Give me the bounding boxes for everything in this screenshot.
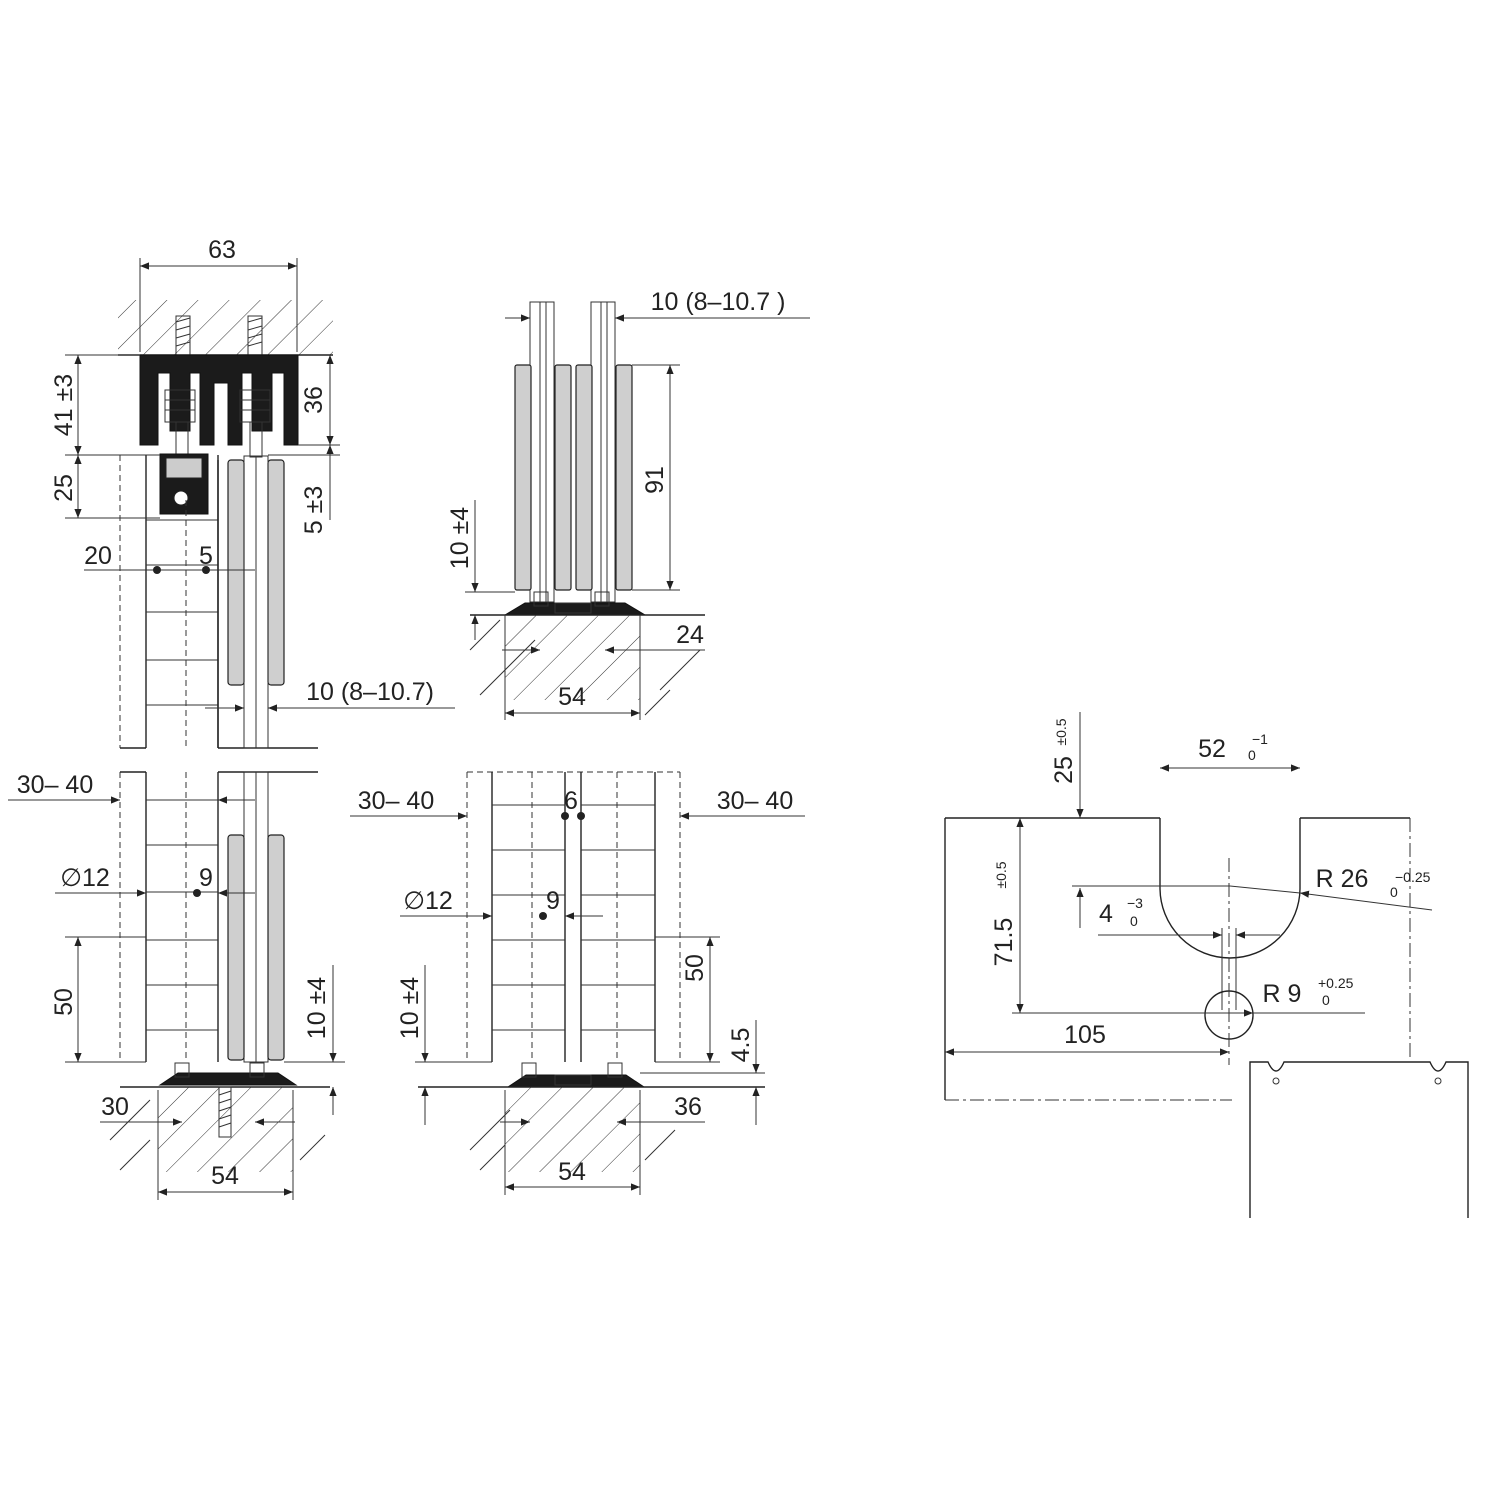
- dim-50-left: 50: [50, 988, 78, 1016]
- dim-25: 25: [50, 474, 78, 502]
- dim-4-5: 4.5: [727, 1028, 755, 1063]
- dim-24: 24: [676, 621, 704, 649]
- dim-50-mid: 50: [681, 954, 709, 982]
- dim-10-range-left: 10 (8–10.7): [306, 678, 434, 706]
- dim-30: 30: [101, 1093, 129, 1121]
- dim-30-40-mid-left: 30– 40: [358, 787, 434, 815]
- dim-5: 5: [199, 542, 213, 570]
- dim-71-5: 71.5: [990, 918, 1018, 967]
- dim-r26-tol-lower: 0: [1390, 884, 1398, 900]
- dim-9-left: 9: [199, 864, 213, 892]
- view-right-cutout-detail: 25 ±0.5 52 −1 0 R 26 −0.25 0 71.5 ±0.5 4…: [944, 712, 1469, 1218]
- dim-52-tol-upper: −1: [1252, 731, 1268, 747]
- dim-63: 63: [208, 236, 236, 264]
- dim-r26: R 26: [1316, 865, 1369, 893]
- view-bottom-left-section: 30– 40 ∅12 9 50 10 ±4 30 54: [8, 771, 345, 1200]
- dim-91: 91: [641, 466, 669, 494]
- dim-41: 41 ±3: [50, 374, 78, 436]
- dim-30-40-left: 30– 40: [17, 771, 93, 799]
- dim-25-tolerance: ±0.5: [1053, 718, 1069, 745]
- dim-30-40-mid-right: 30– 40: [717, 787, 793, 815]
- dim-36: 36: [300, 386, 328, 414]
- dim-10-range-top: 10 (8–10.7 ): [651, 288, 786, 316]
- dim-4-tol-lower: 0: [1130, 913, 1138, 929]
- dim-52-tol-lower: 0: [1248, 747, 1256, 763]
- dim-54-bottom-left: 54: [211, 1162, 239, 1190]
- dim-r26-tol-upper: −0.25: [1395, 869, 1431, 885]
- dim-10pm4-top: 10 ±4: [446, 507, 474, 569]
- dim-10pm4-left: 10 ±4: [303, 977, 331, 1039]
- dim-6: 6: [564, 787, 578, 815]
- cutout-shape: [1159, 818, 1301, 959]
- dim-25-right: 25: [1050, 756, 1078, 784]
- dim-r9-tol-upper: +0.25: [1318, 975, 1354, 991]
- dim-36-mid: 36: [674, 1093, 702, 1121]
- dim-4-tol-upper: −3: [1127, 895, 1143, 911]
- dim-52: 52: [1198, 735, 1226, 763]
- view-top-left-section: 63 41 ±3 36 25 5 ±3 20 5 10 (8–10.7): [50, 236, 455, 749]
- dim-5pm3: 5 ±3: [300, 486, 328, 534]
- dim-diameter-12-mid: ∅12: [403, 887, 453, 915]
- dim-diameter-12-left: ∅12: [60, 864, 110, 892]
- dim-4: 4: [1099, 900, 1113, 928]
- view-top-middle-side: 10 (8–10.7 ) 91 10 ±4 24 54: [446, 288, 810, 720]
- dim-9-mid: 9: [546, 887, 560, 915]
- dim-20: 20: [84, 542, 112, 570]
- track-profile: [139, 354, 299, 446]
- dim-r9: R 9: [1263, 980, 1302, 1008]
- dim-54-bottom-mid: 54: [558, 1158, 586, 1186]
- dim-r9-tol-lower: 0: [1322, 992, 1330, 1008]
- ceiling-hatch: [118, 300, 333, 355]
- dim-10pm4-mid: 10 ±4: [396, 977, 424, 1039]
- dim-54-top: 54: [558, 683, 586, 711]
- dim-71-5-tolerance: ±0.5: [993, 861, 1009, 888]
- dim-105: 105: [1064, 1021, 1106, 1049]
- view-bottom-middle-section: 30– 40 30– 40 6 ∅12 9 10 ±4 50 4.5 36 54: [350, 771, 805, 1195]
